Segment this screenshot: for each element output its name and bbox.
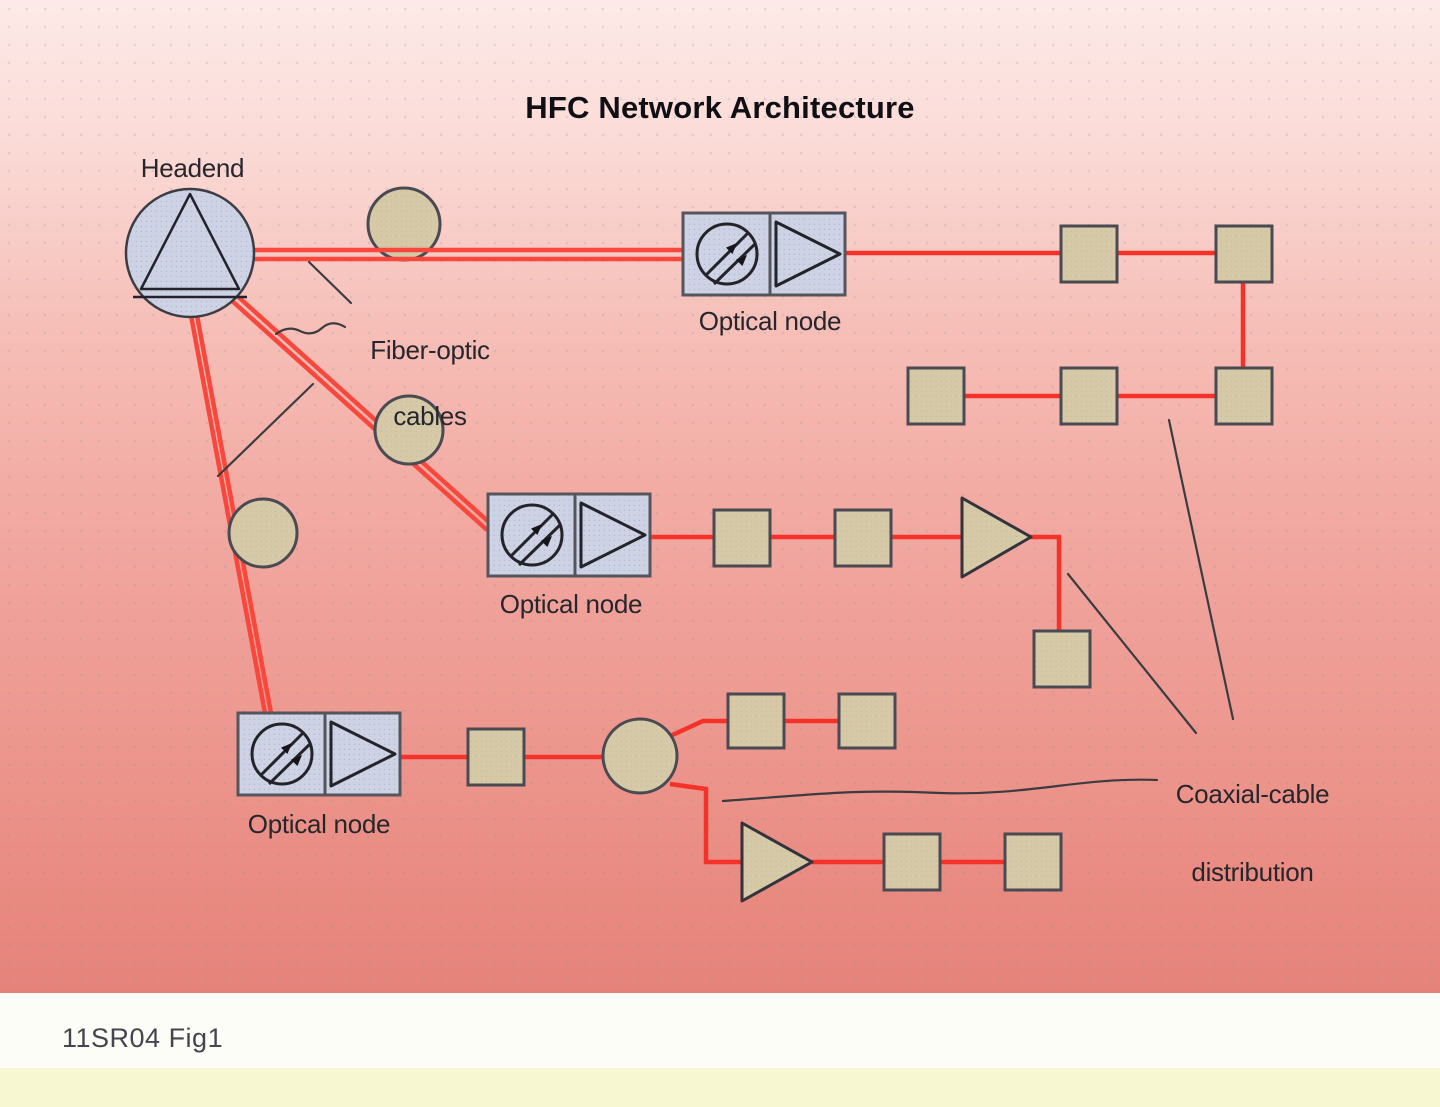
coax-run-top — [845, 250, 1246, 399]
network-diagram — [124, 186, 1274, 903]
tap-square — [1059, 366, 1119, 426]
tap-square — [906, 366, 966, 426]
tap-square — [837, 692, 897, 750]
tap-square — [833, 508, 893, 568]
optical-node-symbol-1 — [681, 211, 847, 297]
amplifier-triangle — [960, 496, 1033, 579]
tap-square — [466, 727, 526, 787]
optical-node-symbol-3 — [236, 711, 402, 797]
hfc-diagram-canvas: HFC Network Architecture Headend Fiber-o… — [0, 0, 1440, 993]
fiber-cable-top — [252, 247, 683, 262]
coax-run-middle — [648, 534, 1062, 632]
optical-node-symbol-2 — [486, 492, 652, 578]
coax-callout-line2: distribution — [1191, 857, 1314, 887]
fiber-callout-line2: cables — [393, 401, 467, 431]
caption-band: 11SR04 Fig1 — [0, 993, 1440, 1068]
tap-square — [882, 832, 942, 892]
optical-node-label-3: Optical node — [247, 809, 391, 839]
figure-caption: 11SR04 Fig1 — [62, 1023, 224, 1053]
optical-node-label-2: Optical node — [499, 589, 643, 619]
fiber-callout-lines — [216, 260, 353, 478]
footer-strip — [0, 1068, 1440, 1107]
headend-symbol — [124, 187, 256, 319]
coax-callout-lines — [721, 418, 1235, 803]
headend-label: Headend — [140, 153, 245, 183]
fiber-callout-line1: Fiber-optic — [370, 335, 490, 365]
tap-square — [726, 692, 786, 750]
cable-loop-circle — [227, 497, 299, 569]
coax-callout-label: Coaxial-cable distribution — [1135, 736, 1370, 931]
tap-square — [712, 508, 772, 568]
coax-run-bottom — [400, 718, 1005, 865]
splitter-circle — [601, 717, 679, 795]
tap-square — [1214, 366, 1274, 426]
optical-node-label-1: Optical node — [698, 306, 842, 336]
tap-square — [1059, 224, 1119, 284]
tap-square — [1003, 832, 1063, 892]
fiber-cable-left — [187, 309, 274, 714]
cable-loop-circle — [373, 394, 445, 466]
diagram-title: HFC Network Architecture — [525, 90, 915, 125]
tap-square — [1032, 629, 1092, 689]
fiber-callout-label: Fiber-optic cables — [330, 301, 530, 466]
amplifier-triangle — [740, 821, 814, 903]
fiber-cable-diagonal — [228, 291, 493, 532]
coax-callout-line1: Coaxial-cable — [1175, 779, 1330, 809]
tap-square — [1214, 224, 1274, 284]
